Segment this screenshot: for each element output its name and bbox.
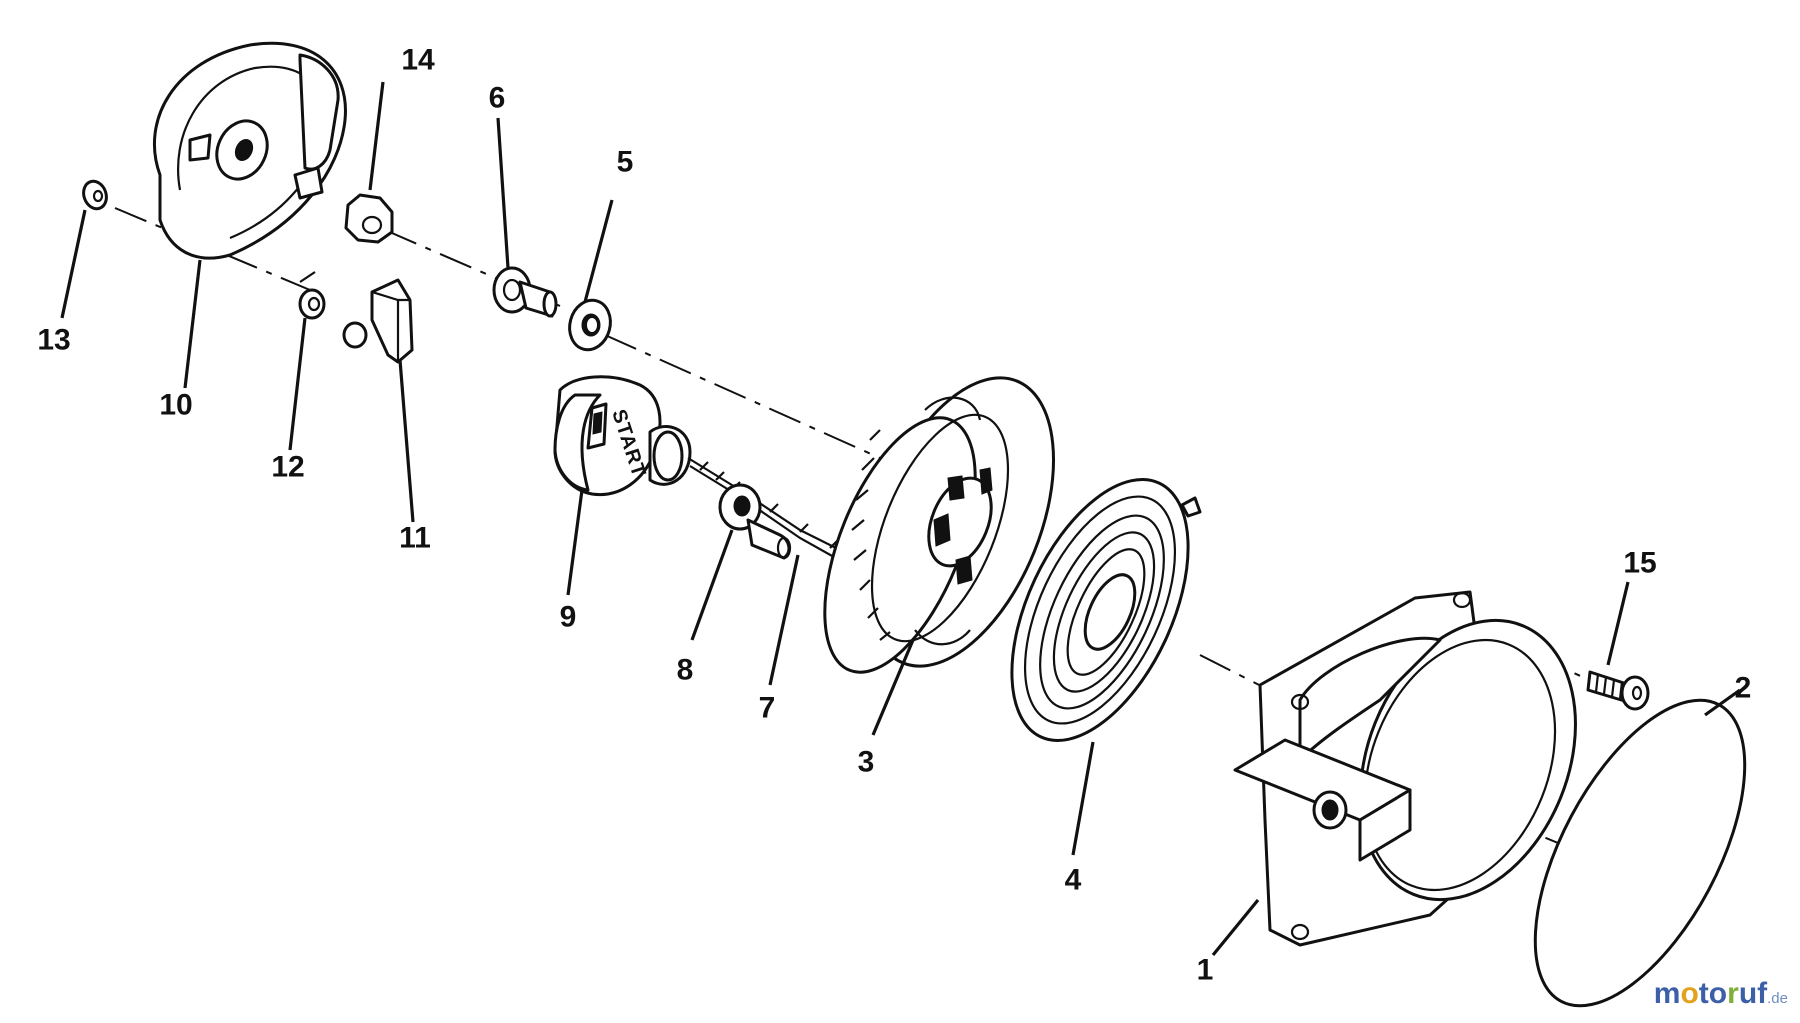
watermark-letter: o <box>1708 977 1728 1010</box>
watermark-letter: t <box>1698 977 1709 1010</box>
rope-pulley-part <box>823 376 1056 674</box>
callout-11: 11 <box>399 522 431 555</box>
recoil-spring-part <box>1010 478 1202 742</box>
mounting-screw-part <box>1586 670 1650 711</box>
callout-1: 1 <box>1197 954 1214 987</box>
callout-9: 9 <box>560 601 577 634</box>
callout-14: 14 <box>401 44 435 77</box>
callout-5: 5 <box>617 146 634 179</box>
pawl-part <box>342 278 414 364</box>
callout-leaders <box>60 81 1741 957</box>
starter-housing-part <box>1233 590 1577 947</box>
rope-guide-part <box>718 483 792 560</box>
watermark-letter: f <box>1757 977 1768 1010</box>
callout-15: 15 <box>1623 547 1656 580</box>
callout-labels: 1 2 3 4 5 6 7 8 9 10 11 12 13 14 15 <box>37 44 1751 987</box>
callout-4: 4 <box>1065 864 1082 897</box>
callout-12: 12 <box>271 451 304 484</box>
callout-8: 8 <box>677 654 694 687</box>
washer-part <box>568 298 612 352</box>
callout-6: 6 <box>489 82 506 115</box>
retaining-clip-part <box>82 179 108 211</box>
callout-7: 7 <box>759 692 776 725</box>
watermark-brand: motoruf <box>1654 977 1767 1010</box>
watermark-letter: u <box>1738 977 1758 1010</box>
cover-plate-part <box>152 41 347 260</box>
callout-13: 13 <box>37 324 70 357</box>
watermark-tld: .de <box>1767 990 1788 1007</box>
hex-nut-part <box>344 193 394 244</box>
pawl-spring-part <box>298 271 326 320</box>
callout-10: 10 <box>159 389 192 422</box>
starter-handle-part: START <box>553 375 692 497</box>
callout-2: 2 <box>1735 672 1752 705</box>
shoulder-screw-part <box>492 266 558 318</box>
callout-3: 3 <box>858 746 875 779</box>
watermark-letter: r <box>1727 977 1739 1010</box>
watermark-letter: m <box>1653 977 1681 1010</box>
motoruf-watermark-logo: motoruf.de <box>1654 977 1788 1011</box>
watermark-letter: o <box>1680 977 1699 1010</box>
